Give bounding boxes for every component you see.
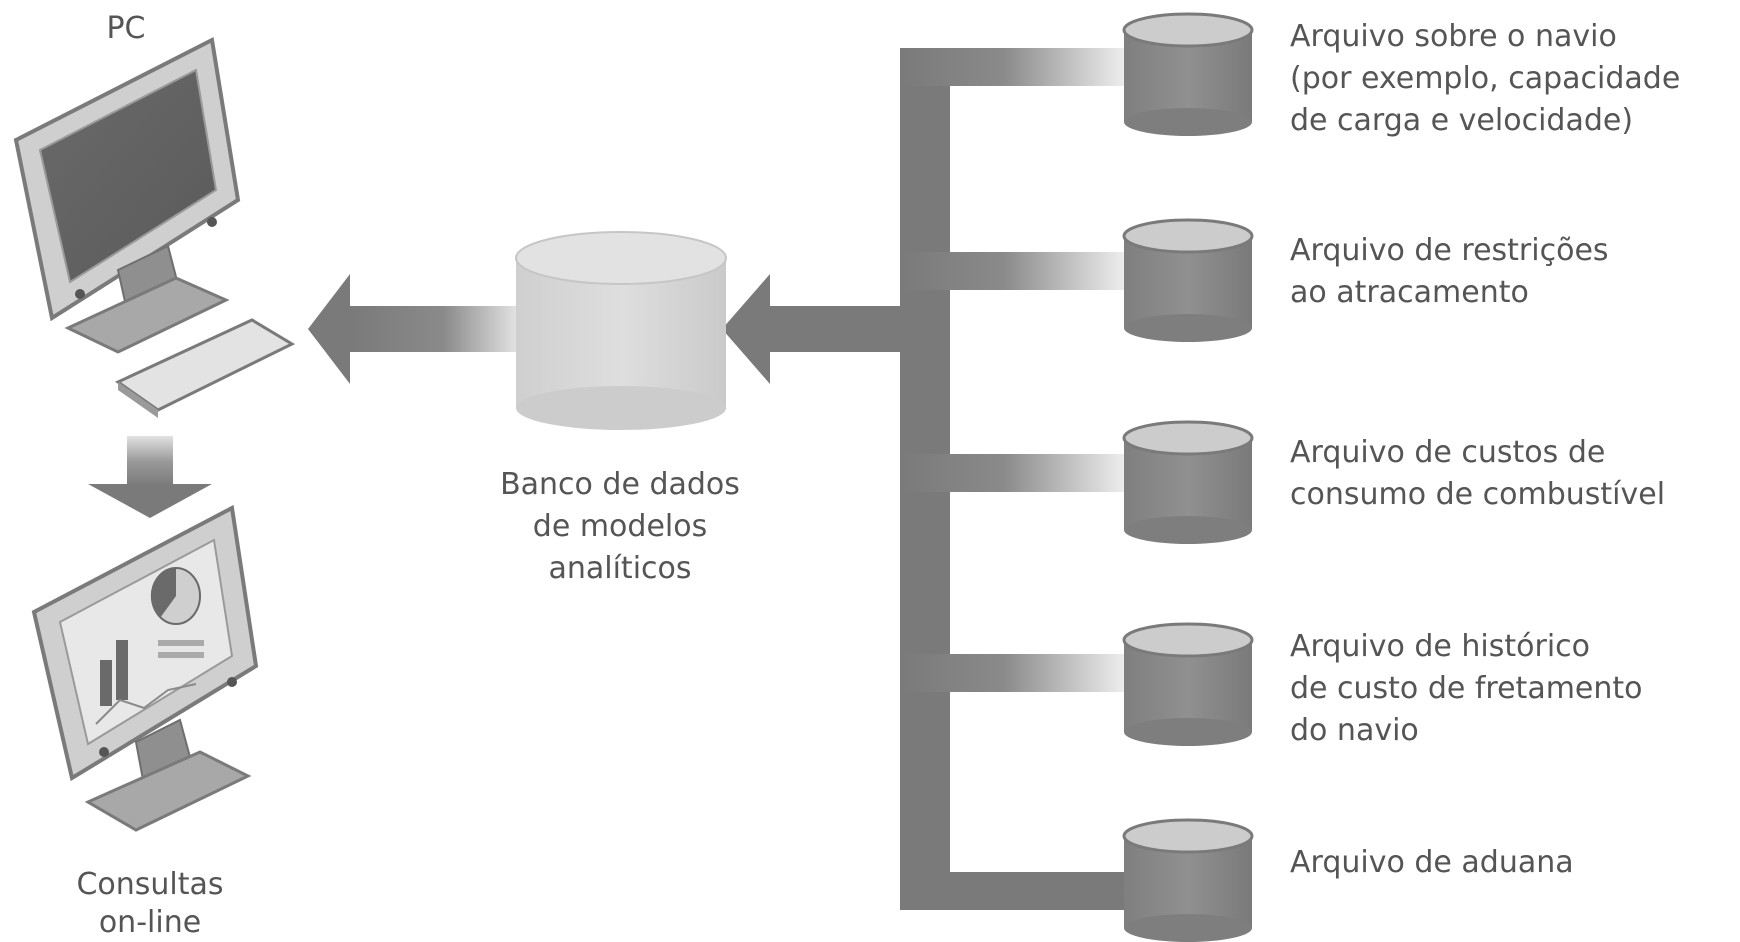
chart-bar-icon <box>100 660 112 706</box>
source-file-label-berthing-restrictions: Arquivo de restrições ao atracamento <box>1290 233 1609 310</box>
source-cylinder-1 <box>1122 12 1254 136</box>
bus-branch-2 <box>900 252 1130 290</box>
arrow-to-central-db <box>722 274 905 384</box>
line-chart-icon <box>95 683 197 725</box>
pc-computer-icon <box>13 36 296 418</box>
source-file-label-charter-history: Arquivo de histórico de custo de fretame… <box>1290 629 1643 748</box>
source-cylinder-3 <box>1122 420 1254 544</box>
central-database-label: Banco de dados de modelos analíticos <box>500 467 740 586</box>
bus-branch-4 <box>900 654 1130 692</box>
bus-branch-3 <box>900 454 1130 492</box>
data-bus <box>900 48 1130 910</box>
source-file-label-fuel-costs: Arquivo de custos de consumo de combustí… <box>1290 435 1666 512</box>
bus-branch-1 <box>900 48 1130 86</box>
online-queries-label: Consultas on-line <box>76 867 224 940</box>
source-cylinder-4 <box>1122 622 1254 746</box>
online-queries-monitor-icon <box>31 504 259 832</box>
central-database-cylinder <box>515 231 727 430</box>
source-file-label-customs: Arquivo de aduana <box>1290 845 1574 880</box>
source-cylinder-5 <box>1122 818 1254 942</box>
pc-label: PC <box>106 11 146 46</box>
source-file-label-ship: Arquivo sobre o navio (por exemplo, capa… <box>1290 19 1681 138</box>
arrow-to-pc <box>308 274 520 384</box>
bus-branch-5 <box>900 872 1130 910</box>
arrow-down-to-queries <box>88 436 212 518</box>
pie-chart-icon <box>150 567 201 625</box>
source-cylinder-2 <box>1122 218 1254 342</box>
